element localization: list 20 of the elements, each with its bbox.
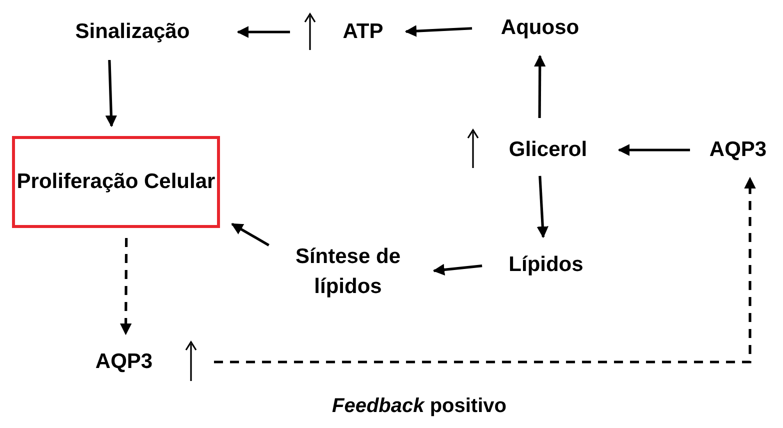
node-label: Glicerol (487, 132, 609, 168)
arrow (536, 176, 548, 238)
arrow (432, 264, 482, 276)
node-label: ATP (330, 14, 396, 50)
arrow (120, 238, 132, 336)
node-label: Sinalização (35, 14, 230, 50)
arrow (105, 60, 118, 128)
node-label: Aquoso (480, 10, 600, 46)
node-label: Síntese de lípidos (274, 236, 422, 308)
node-label: AQP3 (698, 132, 778, 168)
caption-text: Feedback positivo (332, 395, 506, 418)
arrow (404, 25, 472, 37)
arrow (534, 54, 546, 118)
arrow (236, 26, 290, 38)
arrow (231, 222, 270, 246)
node-label: Lípidos (490, 247, 602, 283)
arrow (618, 144, 690, 156)
node-label: AQP3 (82, 344, 166, 380)
highlight-box: Proliferação Celular (12, 136, 220, 228)
arrow (214, 176, 756, 364)
